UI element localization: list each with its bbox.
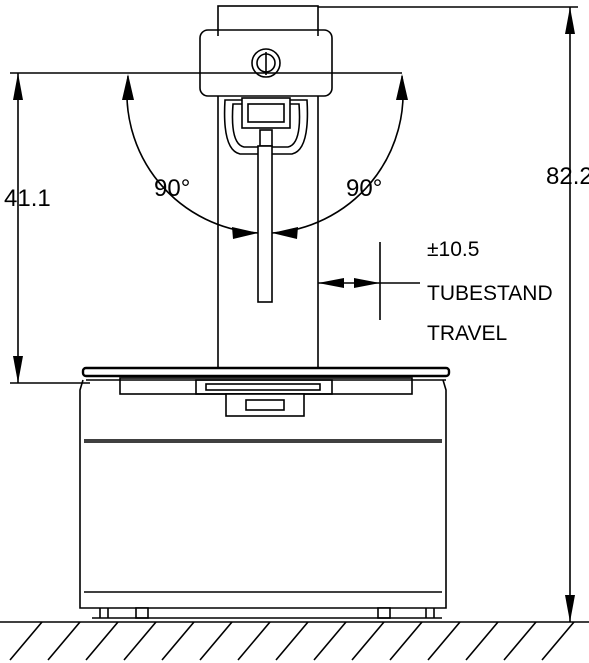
tube-handle (223, 97, 309, 155)
floor-hatch (0, 621, 589, 661)
hatch-line (313, 621, 347, 661)
hatch-line (275, 621, 309, 661)
travel-label-line1: TUBESTAND (427, 282, 553, 305)
hatch-line (123, 621, 157, 661)
hatch-line (389, 621, 423, 661)
rotation-left-label: 90° (154, 175, 190, 202)
rotation-right-label: 90° (346, 175, 382, 202)
hatch-line (161, 621, 195, 661)
rotation-arc-right (271, 74, 408, 239)
tubestand-travel-dimension (318, 242, 420, 320)
hatch-line (85, 621, 119, 661)
rotation-arc-left (122, 72, 402, 239)
travel-label-line2: TRAVEL (427, 322, 507, 345)
hatch-line (9, 621, 43, 661)
tube-height-label: 41.1 (4, 185, 51, 212)
dimension-overall-height (318, 6, 578, 622)
hatch-line (351, 621, 385, 661)
hatch-line (503, 621, 537, 661)
hatch-line (47, 621, 81, 661)
travel-value-label: ±10.5 (427, 238, 479, 261)
tube-arm (257, 145, 273, 303)
hatch-line (541, 621, 575, 661)
hatch-line (427, 621, 461, 661)
table-base (79, 379, 447, 619)
overall-height-label: 82.2 (546, 163, 589, 190)
table-top (81, 366, 451, 417)
hatch-line (465, 621, 499, 661)
tube-head (199, 29, 333, 97)
hatch-line (237, 621, 271, 661)
dimension-tube-height (10, 72, 250, 384)
hatch-line (199, 621, 233, 661)
